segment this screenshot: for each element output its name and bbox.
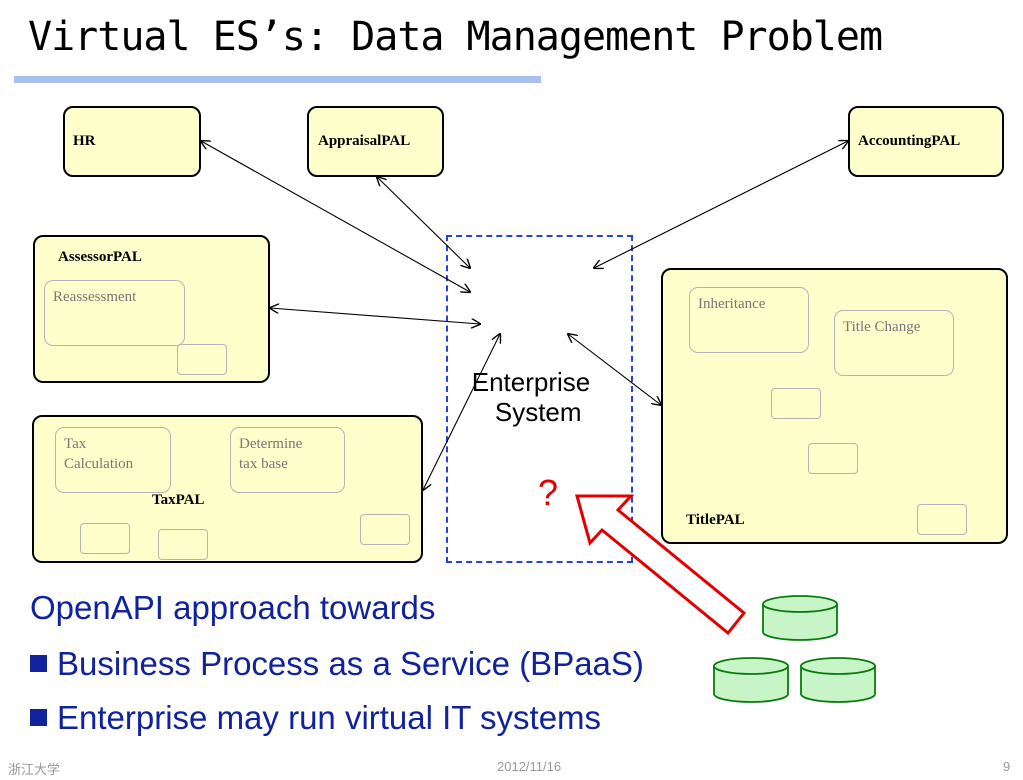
tax-calculation-process: Tax Calculation [55, 427, 171, 493]
hr-box: HR [63, 106, 201, 177]
tax-pal-box: Tax Calculation Determine tax base TaxPA… [32, 415, 423, 563]
title-pal-label: TitlePAL [686, 512, 745, 528]
accounting-pal-label: AccountingPAL [858, 133, 961, 149]
tax-empty-slot-2 [158, 529, 208, 560]
tax-empty-slot-1 [80, 523, 130, 554]
determine-tax-base-process: Determine tax base [230, 427, 345, 493]
reassessment-process: Reassessment [44, 280, 185, 346]
bullet-item: Business Process as a Service (BPaaS) [30, 645, 644, 683]
square-bullet-icon [30, 654, 47, 672]
database-icon-right [800, 657, 876, 703]
data-arrow [575, 494, 747, 636]
bullet-heading: OpenAPI approach towards [30, 589, 436, 626]
bullet-item: Enterprise may run virtual IT systems [30, 699, 601, 737]
title-empty-slot-1 [771, 388, 821, 419]
square-bullet-icon [30, 708, 47, 726]
question-mark: ? [538, 472, 559, 513]
connector-appraisal [377, 177, 470, 268]
bullet-text-bpaas: Business Process as a Service (BPaaS) [57, 645, 644, 682]
tax-pal-label: TaxPAL [152, 492, 205, 508]
footer-institution: 浙江大学 [8, 762, 61, 777]
title-pal-box: Inheritance Title Change TitlePAL [661, 268, 1008, 544]
connector-tax [423, 334, 500, 490]
connector-accounting [594, 141, 848, 268]
database-icon-top [762, 595, 838, 641]
title-underline [14, 76, 541, 83]
bullet-text-virtual-it: Enterprise may run virtual IT systems [57, 699, 602, 736]
hr-label: HR [73, 133, 96, 149]
accounting-pal-box: AccountingPAL [848, 106, 1004, 177]
footer-date: 2012/11/16 [497, 759, 562, 774]
title-empty-slot-3 [917, 504, 967, 535]
connector-assessor [270, 308, 480, 324]
connector-hr [201, 141, 470, 292]
title-empty-slot-2 [808, 443, 858, 474]
assessor-pal-label: AssessorPAL [58, 249, 142, 265]
inheritance-process: Inheritance [689, 287, 809, 353]
connector-title [568, 334, 661, 405]
slide-title: Virtual ES’s: Data Management Problem [28, 14, 883, 60]
title-change-process: Title Change [834, 310, 954, 376]
tax-empty-slot-3 [360, 514, 410, 545]
database-icon-left [713, 657, 789, 703]
assessor-empty-slot [177, 344, 227, 375]
footer-page-number: 9 [1003, 759, 1011, 774]
